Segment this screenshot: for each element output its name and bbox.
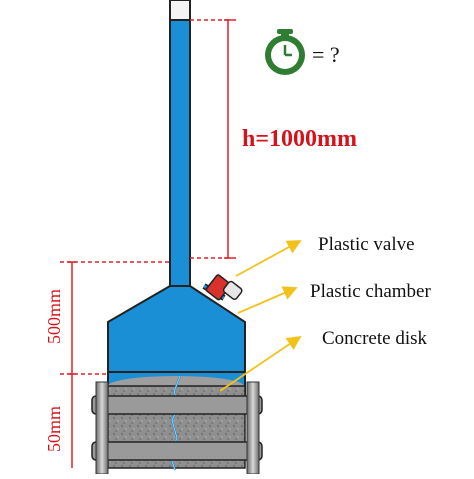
standpipe <box>169 0 191 289</box>
clamp-assembly <box>91 381 263 475</box>
chamber-callout: Plastic chamber <box>237 281 431 314</box>
chamber-callout-label: Plastic chamber <box>310 281 431 302</box>
valve-callout-label: Plastic valve <box>318 234 415 255</box>
timer-expression: = ? <box>312 42 340 67</box>
lower-dimension <box>60 373 108 468</box>
lower-dimension-label: 50mm <box>44 406 64 452</box>
upper-dimension-label: 500mm <box>44 289 64 344</box>
upper-dimension <box>60 261 170 374</box>
height-dimension <box>190 19 236 259</box>
valve-icon <box>202 274 243 301</box>
valve-callout: Plastic valve <box>235 234 415 277</box>
disk-callout: Concrete disk <box>219 328 428 392</box>
height-label: h=1000mm <box>242 126 357 152</box>
stopwatch-icon <box>265 29 305 75</box>
disk-callout-label: Concrete disk <box>322 328 428 349</box>
